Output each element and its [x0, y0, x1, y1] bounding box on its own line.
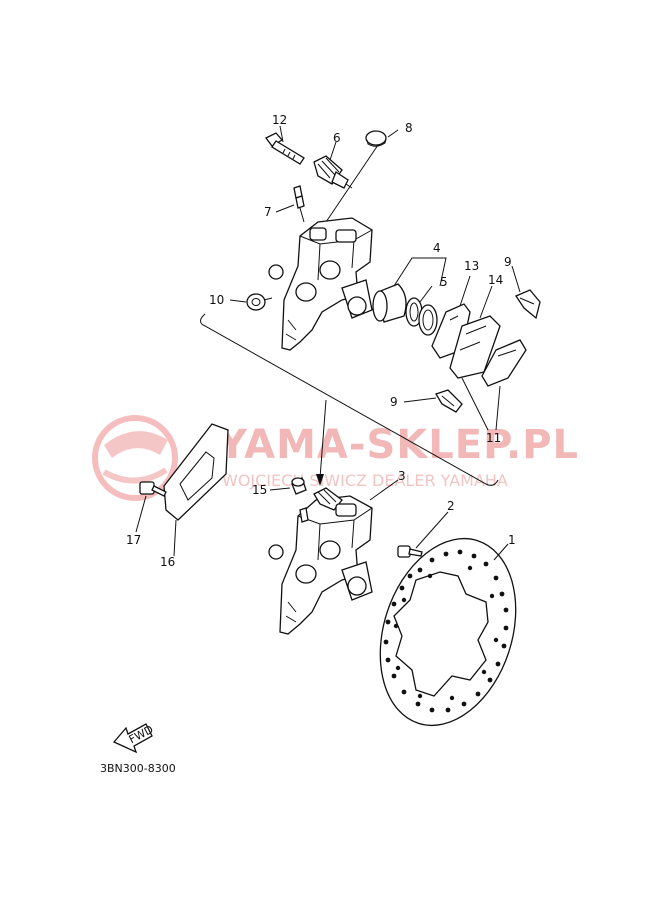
watermark: YAMA-SKLEP.PL WOJCIECH SIWICZ DEALER YAM… — [92, 415, 579, 501]
part-5-seals — [405, 297, 438, 336]
callout-4: 4 — [433, 241, 441, 255]
leader-1 — [493, 543, 509, 561]
part-1-brake-disc — [379, 537, 517, 727]
leader-10 — [229, 299, 247, 303]
disc-holes — [383, 549, 509, 713]
callout-15: 15 — [252, 483, 267, 497]
callout-3: 3 — [398, 469, 406, 483]
callout-1: 1 — [508, 533, 516, 547]
assembly-group-line — [200, 313, 499, 486]
leader-16 — [173, 519, 177, 557]
callout-5: 5 — [440, 275, 448, 289]
leader-17 — [135, 495, 147, 533]
leader-8b — [325, 144, 379, 223]
leader-4 — [393, 257, 447, 287]
leader-11 — [461, 377, 501, 431]
callout-12: 12 — [272, 113, 287, 127]
leader-13 — [459, 275, 471, 307]
part-3-caliper-assembly — [268, 487, 373, 635]
callout-9-upper: 9 — [504, 255, 512, 269]
part-2-bolt — [397, 545, 423, 558]
part-6-cap — [313, 155, 353, 189]
fwd-arrow-icon: FWD — [112, 723, 155, 754]
leader-14 — [479, 285, 493, 319]
leader-7 — [275, 204, 295, 213]
watermark-logo-icon — [92, 415, 178, 501]
part-8-cap — [365, 130, 387, 147]
leader-9a — [511, 265, 521, 293]
leader-3 — [369, 479, 399, 501]
leader-6 — [329, 141, 337, 161]
callout-13: 13 — [464, 259, 479, 273]
part-17-screw — [139, 481, 167, 497]
callout-labels: 1 2 3 4 5 6 7 8 9 9 10 11 12 13 14 15 16… — [126, 113, 516, 569]
callout-16: 16 — [160, 555, 175, 569]
part-10-boot — [246, 293, 273, 311]
assembly-arrow-icon — [316, 474, 324, 486]
part-7-bleed-screw — [293, 185, 305, 223]
leader-8 — [387, 129, 399, 138]
upper-caliper — [268, 217, 373, 351]
callout-6: 6 — [333, 131, 341, 145]
part-11-pad — [481, 339, 527, 387]
callout-14: 14 — [488, 273, 503, 287]
diagram-code: 3BN300-8300 — [100, 762, 176, 775]
part-16-plate — [163, 423, 229, 521]
callout-7: 7 — [264, 205, 272, 219]
callout-11: 11 — [486, 431, 501, 445]
part-15-cap — [291, 477, 307, 495]
part-12-bolt — [265, 132, 305, 165]
callout-17: 17 — [126, 533, 141, 547]
callout-10: 10 — [209, 293, 224, 307]
callout-9-lower: 9 — [390, 395, 398, 409]
part-9-clip-upper — [515, 289, 541, 320]
part-9-clip-lower — [435, 389, 463, 413]
watermark-title: YAMA-SKLEP.PL — [217, 422, 579, 468]
leader-12 — [279, 125, 284, 143]
leader-9b — [403, 397, 437, 403]
leader-5 — [419, 285, 433, 303]
part-4-piston — [372, 283, 407, 323]
leader-2 — [415, 511, 449, 549]
callout-8: 8 — [405, 121, 413, 135]
assembly-link-line — [319, 399, 327, 479]
callout-2: 2 — [447, 499, 455, 513]
leader-15 — [269, 487, 291, 491]
